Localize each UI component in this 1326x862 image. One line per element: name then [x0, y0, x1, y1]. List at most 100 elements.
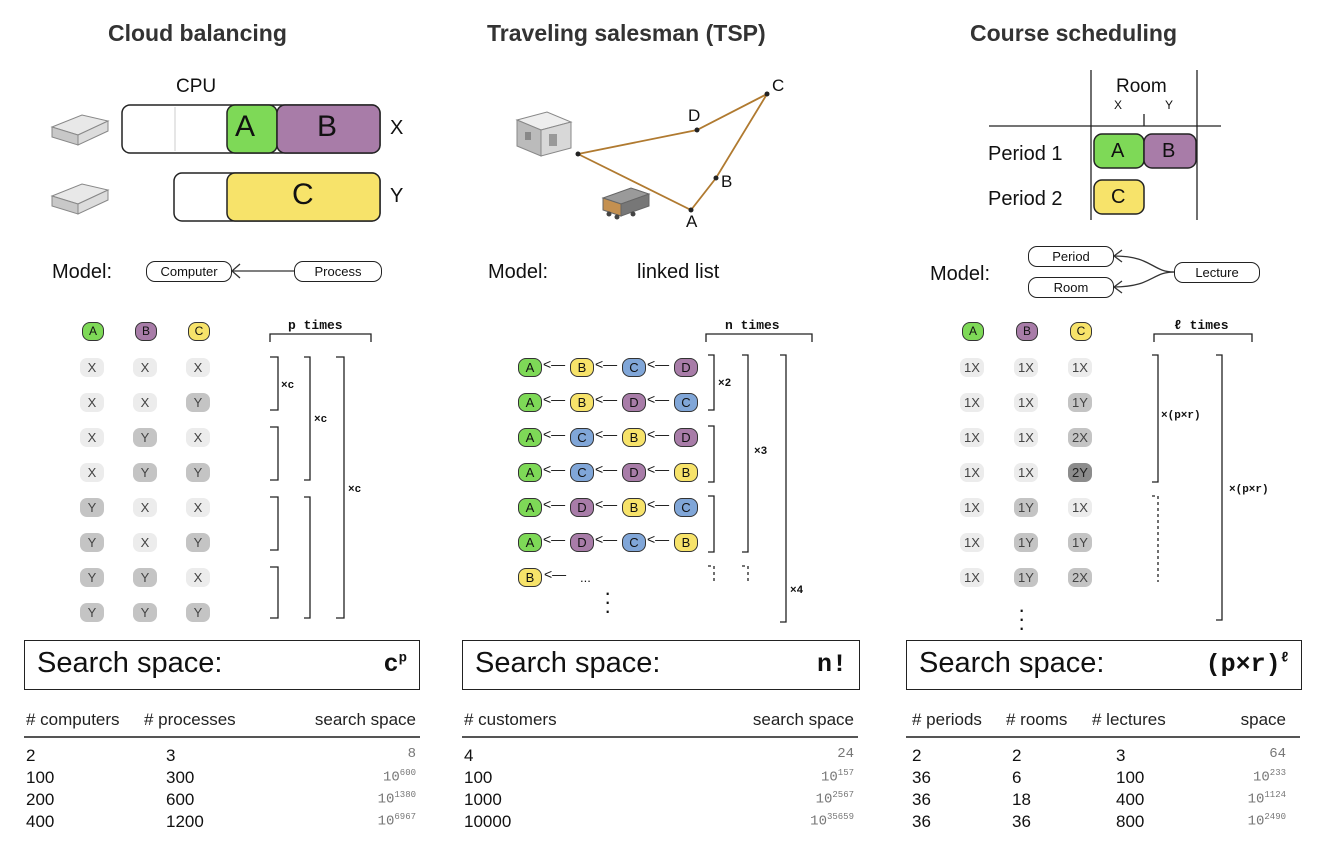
course-grid-lines [989, 70, 1221, 220]
cell-processes: 1200 [166, 812, 204, 831]
cloud-col-processes: # processes [144, 710, 236, 729]
tsp-route [577, 91, 770, 212]
chain-ellipsis: ... [580, 570, 591, 585]
cloud-mult-3: ×c [348, 484, 362, 496]
model-room-node: Room [1028, 277, 1114, 298]
grid-cell: 1X [1014, 358, 1038, 377]
search-space-value: 8 [407, 746, 416, 762]
search-space-value: 102567 [815, 790, 854, 808]
grid-cell: X [186, 498, 210, 517]
tsp-table-rule [462, 736, 858, 738]
model-lecture-node: Lecture [1174, 262, 1260, 283]
process-b-block [276, 104, 381, 154]
search-space-value: 102490 [1247, 812, 1286, 830]
chain-arrow: <— [543, 531, 566, 547]
course-times-bracket [1153, 333, 1253, 342]
search-space-value: 1035659 [810, 812, 854, 830]
search-space-value: 10600 [382, 768, 416, 786]
grid-cell: 2X [1068, 428, 1092, 447]
cell-customers: 10000 [464, 812, 512, 831]
lecture-b-label: B [1162, 140, 1176, 162]
course-col-lectures: # lectures [1092, 710, 1166, 729]
server-icon-y [50, 183, 110, 215]
cell-customers: 1000 [464, 790, 502, 809]
vertical-ellipsis: · · · [604, 580, 612, 623]
course-table-rule [906, 736, 1300, 738]
cloud-col-computers: # computers [26, 710, 120, 729]
cloud-col-space: search space [314, 710, 416, 729]
process-b-label: B [317, 110, 338, 143]
period-1-label: Period 1 [988, 143, 1063, 165]
chain-node: C [570, 463, 594, 482]
grid-cell: Y [80, 533, 104, 552]
cloud-badge-c: C [188, 322, 210, 341]
cloud-mult-2: ×c [314, 414, 328, 426]
grid-cell: Y [80, 498, 104, 517]
period-2-label: Period 2 [988, 188, 1063, 210]
cell-lectures: 400 [1116, 790, 1145, 809]
grid-cell: X [186, 428, 210, 447]
grid-cell: 1X [1014, 428, 1038, 447]
room-label: Room [1116, 76, 1167, 97]
chain-node: A [518, 428, 542, 447]
tsp-point-d: D [688, 106, 701, 125]
search-space-value: 24 [837, 746, 854, 762]
tsp-mult-3: ×4 [790, 585, 804, 597]
chain-node: B [622, 498, 646, 517]
grid-cell: 1Y [1014, 498, 1038, 517]
cell-computers: 100 [26, 768, 55, 787]
tsp-col-customers: # customers [464, 710, 557, 729]
grid-cell: 1X [960, 498, 984, 517]
grid-cell: X [80, 393, 104, 412]
grid-cell: X [80, 358, 104, 377]
cell-rooms: 6 [1012, 768, 1022, 787]
tsp-brackets [708, 354, 787, 623]
chain-arrow: <— [543, 391, 566, 407]
search-space-value: 101124 [1247, 790, 1286, 808]
chain-node: C [622, 358, 646, 377]
cell-computers: 2 [26, 746, 36, 765]
lecture-b-block [1143, 133, 1197, 169]
course-mult-1: ×(p×r) [1161, 410, 1201, 422]
grid-cell: Y [133, 463, 157, 482]
chain-node: D [674, 428, 698, 447]
cell-processes: 3 [166, 746, 176, 765]
chain-arrow: <— [647, 356, 670, 372]
chain-node: B [570, 358, 594, 377]
cell-computers: 400 [26, 812, 55, 831]
chain-arrow: <— [647, 496, 670, 512]
chain-arrow: <— [647, 391, 670, 407]
grid-cell: 1X [1014, 463, 1038, 482]
chain-node: B [674, 463, 698, 482]
tsp-point-b: B [721, 172, 733, 191]
chain-node: D [622, 463, 646, 482]
cell-customers: 4 [464, 746, 474, 765]
grid-cell: X [133, 533, 157, 552]
grid-cell: 1X [960, 358, 984, 377]
tsp-mult-2: ×3 [754, 446, 768, 458]
cloud-badge-b: B [135, 322, 157, 341]
chain-arrow: <— [543, 426, 566, 442]
truck-icon [601, 187, 651, 220]
grid-cell: 1Y [1068, 393, 1092, 412]
chain-node: C [622, 533, 646, 552]
course-brackets [1152, 354, 1223, 621]
course-badge-b: B [1016, 322, 1038, 341]
course-mult-2: ×(p×r) [1229, 484, 1269, 496]
grid-cell: 1X [960, 533, 984, 552]
course-col-periods: # periods [912, 710, 982, 729]
model-period-node: Period [1028, 246, 1114, 267]
chain-arrow: <— [595, 531, 618, 547]
chain-node: D [570, 498, 594, 517]
course-model-arrows [1112, 249, 1175, 294]
chain-arrow: <— [543, 496, 566, 512]
chain-arrow: <— [544, 566, 567, 582]
chain-node: C [674, 498, 698, 517]
course-col-space: space [1240, 710, 1286, 729]
model-computer-node: Computer [146, 261, 232, 282]
tsp-map [515, 91, 770, 220]
cell-rooms: 18 [1012, 790, 1031, 809]
cell-lectures: 3 [1116, 746, 1126, 765]
computer-y-label: Y [390, 185, 404, 207]
